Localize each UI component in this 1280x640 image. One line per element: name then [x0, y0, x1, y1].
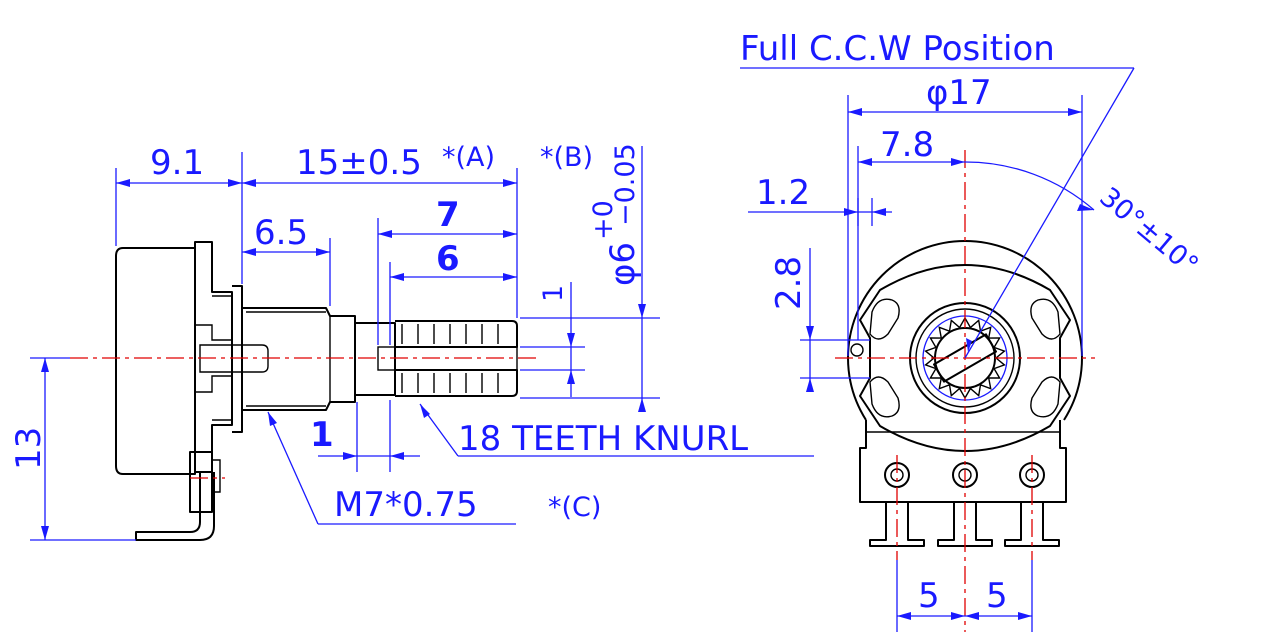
- thread-label: M7*0.75: [334, 485, 478, 525]
- dim-1-2-label: 1.2: [756, 173, 810, 213]
- washer-plate: [859, 264, 1071, 452]
- tol-lower-label: −0.05: [610, 143, 641, 226]
- dim-pin-left-label: 5: [918, 576, 940, 616]
- dim-2-8-label: 2.8: [769, 256, 809, 310]
- terminal-housing: [859, 420, 1067, 503]
- tol-upper-label: +0: [588, 200, 619, 240]
- bushing: [242, 307, 356, 411]
- front-title: Full C.C.W Position: [740, 29, 1055, 69]
- bracket-leg: [135, 472, 215, 541]
- dim-6-label: 6: [436, 239, 460, 279]
- front-view: Full C.C.W Position φ17 7.8 30°±10°: [740, 29, 1204, 632]
- dim-7-8-label: 7.8: [880, 125, 934, 165]
- terminal: [189, 451, 213, 513]
- note-c-label: *(C): [548, 492, 601, 523]
- note-a-label: *(A): [442, 142, 495, 173]
- dim-13-label: 13: [9, 427, 49, 470]
- body-can: [115, 247, 196, 475]
- knurl-teeth: [401, 324, 499, 393]
- dim-7-label: 7: [436, 195, 460, 235]
- dim-phi6-label: φ6: [603, 242, 643, 286]
- dim-6-5-label: 6.5: [254, 213, 308, 253]
- note-b-label: *(B): [540, 142, 593, 173]
- dim-15-label: 15±0.5: [296, 143, 422, 183]
- side-dimensions: 9.1 15±0.5 *(A) *(B) 6.5 7 6 φ6 +: [9, 142, 814, 541]
- dim-phi17-label: φ17: [926, 73, 992, 113]
- knurl: [395, 320, 518, 397]
- dim-1-bottom-label: 1: [310, 415, 334, 455]
- dim-angle-label: 30°±10°: [1094, 182, 1205, 282]
- shaft-slot: [933, 333, 997, 383]
- front-body: [847, 240, 1083, 421]
- side-view: 9.1 15±0.5 *(A) *(B) 6.5 7 6 φ6 +: [9, 142, 814, 541]
- shaft: [355, 322, 396, 396]
- dim-1-top-label: 1: [538, 285, 569, 302]
- dim-pin-right-label: 5: [986, 576, 1008, 616]
- dim-9-1-label: 9.1: [150, 143, 204, 183]
- front-dimensions: Full C.C.W Position φ17 7.8 30°±10°: [740, 29, 1204, 632]
- knurl-label: 18 TEETH KNURL: [458, 419, 748, 459]
